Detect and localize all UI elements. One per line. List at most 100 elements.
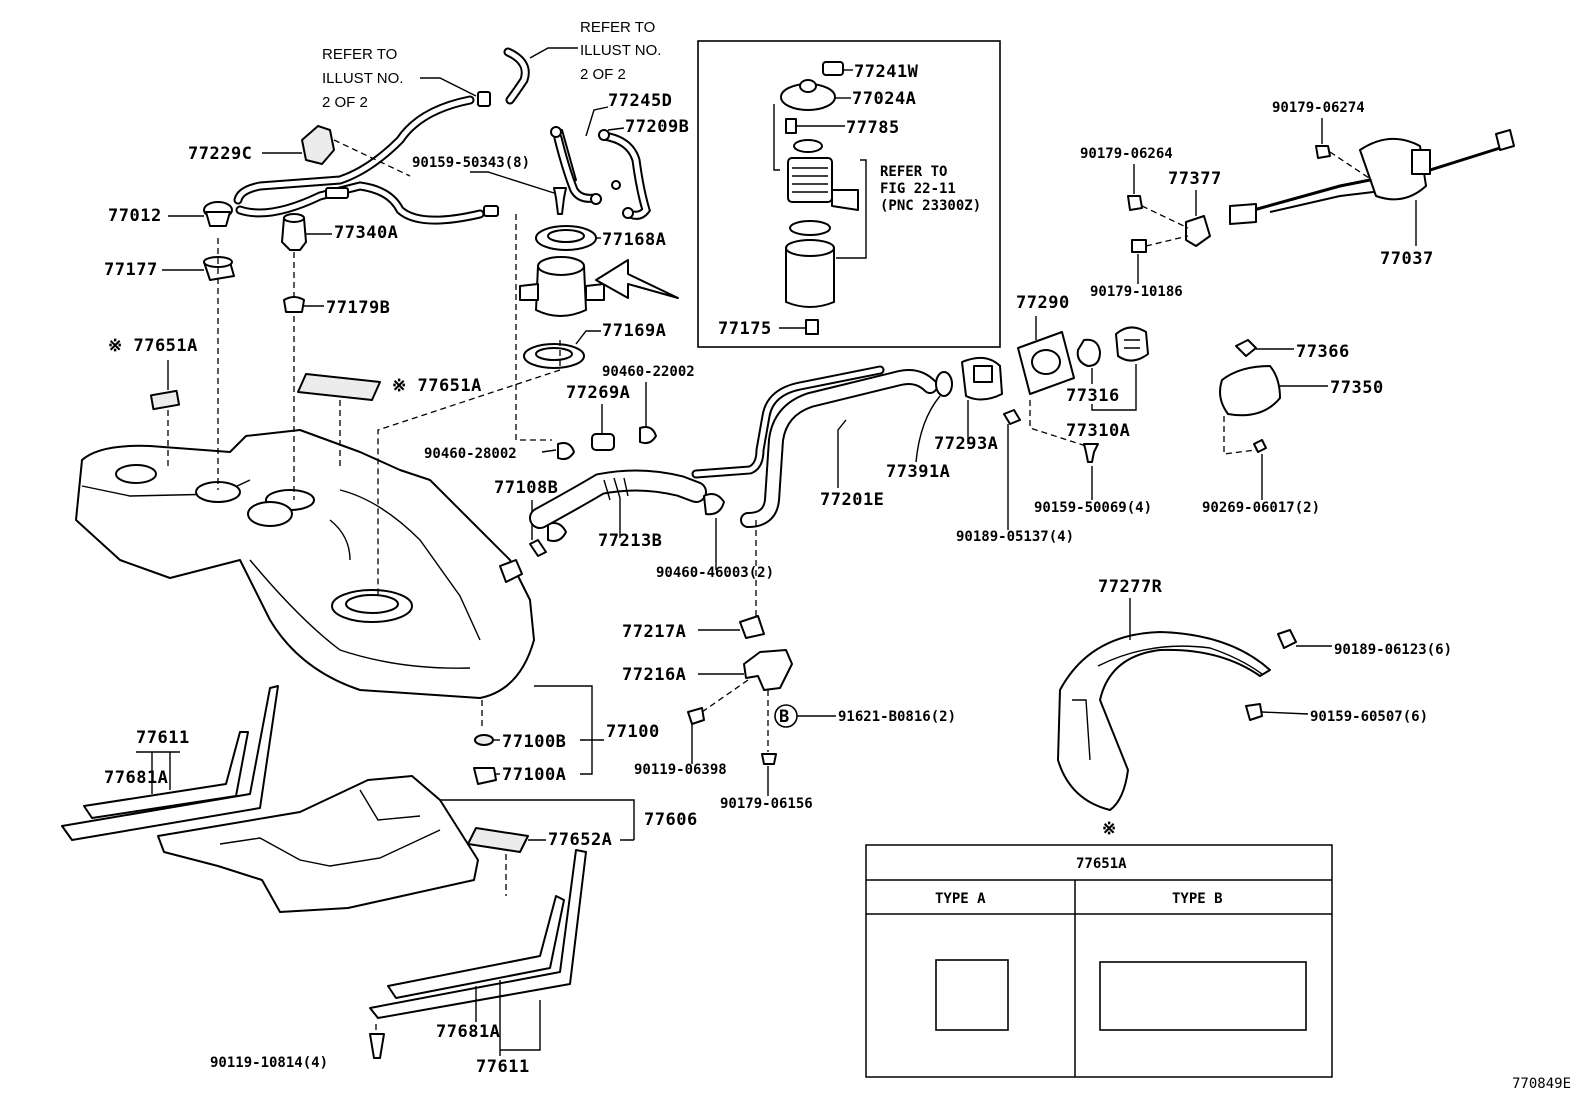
label-90159-50069: 90159-50069(4) (1034, 500, 1152, 516)
fuel-lid-77350 (1219, 365, 1281, 417)
note-refer-fig: REFER TO FIG 22-11 (PNC 23300Z) (880, 164, 981, 214)
nut-90179-06274 (1315, 145, 1331, 159)
gasket-77169a (523, 343, 585, 369)
fuel-pump-assembly (773, 61, 867, 335)
label-77217a: 77217A (622, 622, 686, 642)
svg-text:B: B (779, 707, 790, 727)
valve-77340a (281, 213, 307, 251)
label-77213b: 77213B (598, 531, 662, 551)
filler-plate-77290 (1017, 331, 1075, 395)
bolt-90159-50343 (553, 187, 567, 215)
pad-77651a-2 (297, 373, 381, 401)
svg-text:2 OF 2: 2 OF 2 (580, 66, 626, 83)
clip-90189-06123 (1277, 629, 1297, 649)
svg-text:FIG 22-11: FIG 22-11 (880, 181, 956, 197)
label-90460-22002: 90460-22002 (602, 364, 695, 380)
svg-text:※: ※ (1102, 819, 1117, 839)
label-90159-50343: 90159-50343(8) (412, 155, 530, 171)
label-77209b: 77209B (625, 117, 689, 137)
label-77310a: 77310A (1066, 421, 1130, 441)
grommet-77179b (283, 296, 305, 313)
label-77169a: 77169A (602, 321, 666, 341)
table-col-b: TYPE B (1172, 891, 1223, 907)
label-77366: 77366 (1296, 342, 1350, 362)
label-77290: 77290 (1016, 293, 1070, 313)
label-77175: 77175 (718, 319, 772, 339)
gasket-77391a (935, 371, 953, 397)
label-90179-06264: 90179-06264 (1080, 146, 1173, 162)
label-77216a: 77216A (622, 665, 686, 685)
clamp-90460-22002 (639, 426, 657, 445)
nut-90179-06264 (1127, 195, 1143, 211)
label-77316: 77316 (1066, 386, 1120, 406)
bracket-77216a (743, 649, 793, 691)
svg-text:ILLUST NO.: ILLUST NO. (322, 70, 403, 87)
label-77229c: 77229C (188, 144, 252, 164)
hinge-77366 (1235, 339, 1257, 357)
label-77350: 77350 (1330, 378, 1384, 398)
svg-text:REFER TO: REFER TO (580, 19, 655, 36)
svg-text:REFER TO: REFER TO (880, 164, 947, 180)
label-77277r: 77277R (1098, 577, 1163, 597)
clamp-77217a (739, 615, 765, 639)
label-77037: 77037 (1380, 249, 1434, 269)
label-90179-06156: 90179-06156 (720, 796, 813, 812)
label-90119-10814: 90119-10814(4) (210, 1055, 328, 1071)
pad-77651a-1 (149, 389, 181, 411)
label-77269a: 77269A (566, 383, 630, 403)
label-90269-06017: 90269-06017(2) (1202, 500, 1320, 516)
bolt-90119-06398 (687, 707, 705, 725)
label-90179-06274: 90179-06274 (1272, 100, 1365, 116)
under-cover-77606 (157, 775, 479, 913)
label-90179-10186: 90179-10186 (1090, 284, 1183, 300)
arrow-pointer (595, 259, 679, 299)
label-91621-b0816: 91621-B0816(2) (838, 709, 956, 725)
legend-table-77651a: ※ 77651A TYPE A TYPE B (865, 819, 1333, 1078)
valve-77012 (203, 201, 233, 227)
clamp-90460-28002 (557, 442, 575, 461)
lid-opener-cable-77037 (1229, 129, 1515, 225)
filler-neck-77293a (961, 356, 1003, 401)
gasket-77100b (474, 734, 494, 746)
fuel-pump-body (519, 256, 605, 317)
vent-line-assembly (233, 91, 499, 225)
label-90189-05137: 90189-05137(4) (956, 529, 1074, 545)
clamp-90460-46003 (703, 493, 725, 516)
fuel-hoses-upper (550, 126, 651, 220)
table-col-a: TYPE A (935, 891, 986, 907)
label-77100a: 77100A (502, 765, 566, 785)
bracket-77377 (1185, 215, 1211, 247)
label-77606: 77606 (644, 810, 698, 830)
label-77611-top: 77611 (136, 728, 190, 748)
fender-liner-77277r (1057, 631, 1271, 811)
svg-text:REFER TO: REFER TO (322, 46, 397, 63)
label-77391a: 77391A (886, 462, 950, 482)
straps-77611-top (61, 685, 279, 841)
bumper-90269-06017 (1253, 439, 1267, 453)
fuel-pump-inset-box (697, 40, 1001, 348)
label-90189-06123: 90189-06123(6) (1334, 642, 1452, 658)
plug-77100a (473, 767, 497, 785)
fuel-tank-77100 (75, 429, 535, 699)
label-77100b: 77100B (502, 732, 566, 752)
label-77179b: 77179B (326, 298, 390, 318)
label-90460-28002: 90460-28002 (424, 446, 517, 462)
filler-pipe-77201e (691, 365, 938, 528)
label-90159-60507: 90159-60507(6) (1310, 709, 1428, 725)
label-77024a: 77024A (852, 89, 916, 109)
badge-b: B (774, 704, 798, 728)
svg-text:(PNC 23300Z): (PNC 23300Z) (880, 198, 981, 214)
clip-90189-05137 (1003, 409, 1021, 425)
label-77611-bot: 77611 (476, 1057, 530, 1077)
clamp-tank-side (547, 522, 567, 542)
label-77168a: 77168A (602, 230, 666, 250)
bolt-90119-10814 (369, 1033, 385, 1059)
label-77201e: 77201E (820, 490, 884, 510)
label-77108b: 77108B (494, 478, 558, 498)
note-refer-left: REFER TO ILLUST NO. 2 OF 2 (322, 46, 403, 111)
svg-text:2 OF 2: 2 OF 2 (322, 94, 368, 111)
hose-77108b (529, 539, 547, 557)
label-90119-06398: 90119-06398 (634, 762, 727, 778)
label-77177: 77177 (104, 260, 158, 280)
